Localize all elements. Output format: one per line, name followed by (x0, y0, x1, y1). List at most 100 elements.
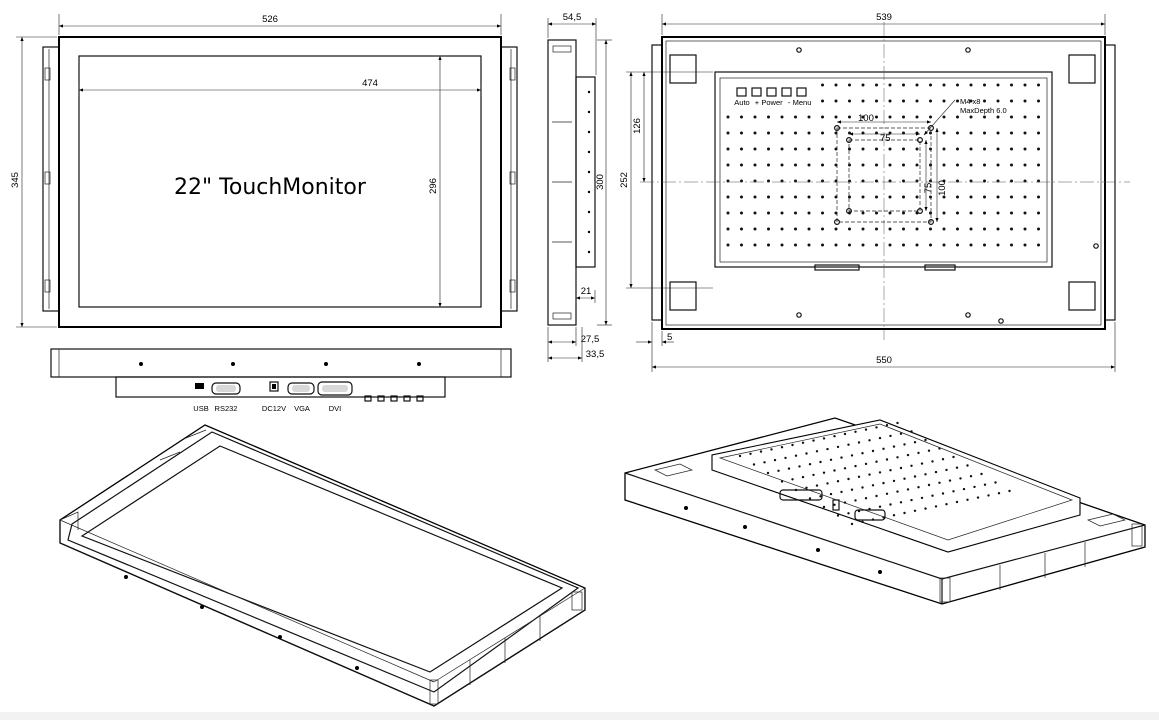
front-bezel (58, 36, 502, 328)
vent-hole (807, 147, 811, 151)
vent-hole (888, 243, 892, 247)
vent-hole (875, 195, 878, 199)
iso-vent-hole (973, 485, 976, 489)
vent-hole (861, 227, 865, 231)
vent-hole (902, 163, 905, 167)
vent-hole (807, 115, 811, 119)
vga-port (287, 382, 315, 395)
iso-vent-hole (857, 441, 861, 444)
vent-hole (753, 163, 757, 167)
vent-hole (726, 147, 730, 151)
vent-hole (740, 115, 743, 119)
vent-hole (861, 99, 865, 103)
back-view: Auto + Power - Menu 100 75 75 100 M4 x8 … (619, 12, 1130, 372)
vent-hole (794, 131, 797, 135)
iso-vent-hole (920, 462, 924, 465)
iso-vent-hole (780, 480, 784, 483)
vent-hole (753, 211, 757, 215)
back-edge-label: 5 (667, 332, 672, 343)
iso-vent-hole (763, 461, 766, 464)
iso-vent-hole (759, 450, 763, 453)
iso-vent-hole (822, 471, 826, 474)
vent-hole (983, 131, 986, 135)
vent-hole (1037, 211, 1040, 215)
vent-hole (821, 83, 824, 87)
front-width-label: 526 (262, 14, 278, 25)
iso-vent-hole (917, 486, 920, 489)
vesa-75-pattern (848, 139, 921, 212)
osd-label-auto: Auto (734, 98, 749, 107)
vent-hole (767, 243, 770, 247)
vent-hole (942, 243, 946, 247)
osd-label-menu: Menu (793, 98, 812, 107)
vent-hole (875, 163, 878, 167)
vent-hole (942, 227, 946, 231)
iso-vent-hole (847, 443, 850, 446)
usb-port (195, 383, 204, 389)
vent-hole (753, 195, 757, 199)
vent-hole (848, 99, 851, 103)
iso-vent-hole (941, 458, 945, 461)
iso-vent-hole (749, 452, 752, 455)
vent-hole (969, 227, 973, 231)
iso-vent-hole (959, 477, 962, 480)
vent-hole (969, 147, 973, 151)
vent-hole (1037, 115, 1040, 119)
vent-hole (875, 211, 878, 215)
vent-hole (875, 227, 878, 231)
iso-vent-hole (994, 481, 997, 484)
iso-vent-hole (962, 487, 966, 491)
vent-hole (726, 243, 730, 247)
vent-hole (726, 131, 730, 135)
vent-hole (767, 163, 770, 167)
iso-vent-hole (777, 469, 780, 472)
vent-hole (915, 115, 919, 119)
iso-vent-hole (938, 481, 941, 484)
iso-vent-hole (882, 447, 885, 450)
iso-vent-hole (934, 470, 938, 474)
iso-vent-hole (833, 469, 836, 472)
vent-hole (969, 163, 973, 167)
screw-depth-label: MaxDepth 6.0 (960, 106, 1007, 115)
iso-vent-hole (836, 480, 840, 483)
vent-hole (780, 227, 784, 231)
iso-vent-hole (896, 421, 899, 425)
dvi-port (317, 381, 353, 396)
iso-vent-hole (899, 432, 903, 435)
vent-hole (848, 83, 851, 87)
vent-hole (767, 195, 770, 199)
iso-vent-hole (980, 472, 983, 476)
vent-hole (983, 195, 986, 199)
vent-hole (996, 243, 1000, 247)
vent-hole (888, 227, 892, 231)
iso-vent-hole (889, 503, 892, 506)
iso-vent-hole (871, 484, 875, 487)
vent-hole (942, 131, 946, 135)
vent-hole (1023, 147, 1027, 151)
iso-vent-hole (903, 477, 906, 480)
vent-hole (1023, 195, 1027, 199)
vent-hole (726, 163, 730, 167)
iso-vent-hole (833, 435, 836, 438)
vent-hole (1023, 227, 1027, 231)
iso-vent-hole (854, 499, 857, 502)
iso-vent-hole (812, 439, 815, 442)
vent-hole (740, 195, 743, 199)
iso-vent-hole (899, 466, 903, 470)
vent-hole (834, 131, 838, 135)
vent-hole (929, 99, 932, 103)
vent-hole (983, 211, 986, 215)
vent-hole (888, 163, 892, 167)
iso-vent-hole (738, 454, 742, 458)
vent-hole (807, 211, 811, 215)
isometric-back-view (624, 417, 1146, 605)
vent-hole (1037, 243, 1040, 247)
vent-hole (861, 211, 865, 215)
vent-hole (956, 195, 959, 199)
iso-vent-hole (805, 452, 808, 455)
side-height-label: 300 (595, 174, 606, 190)
vent-hole (969, 195, 973, 199)
iso-vent-hole (889, 469, 892, 472)
vent-hole (780, 115, 784, 119)
